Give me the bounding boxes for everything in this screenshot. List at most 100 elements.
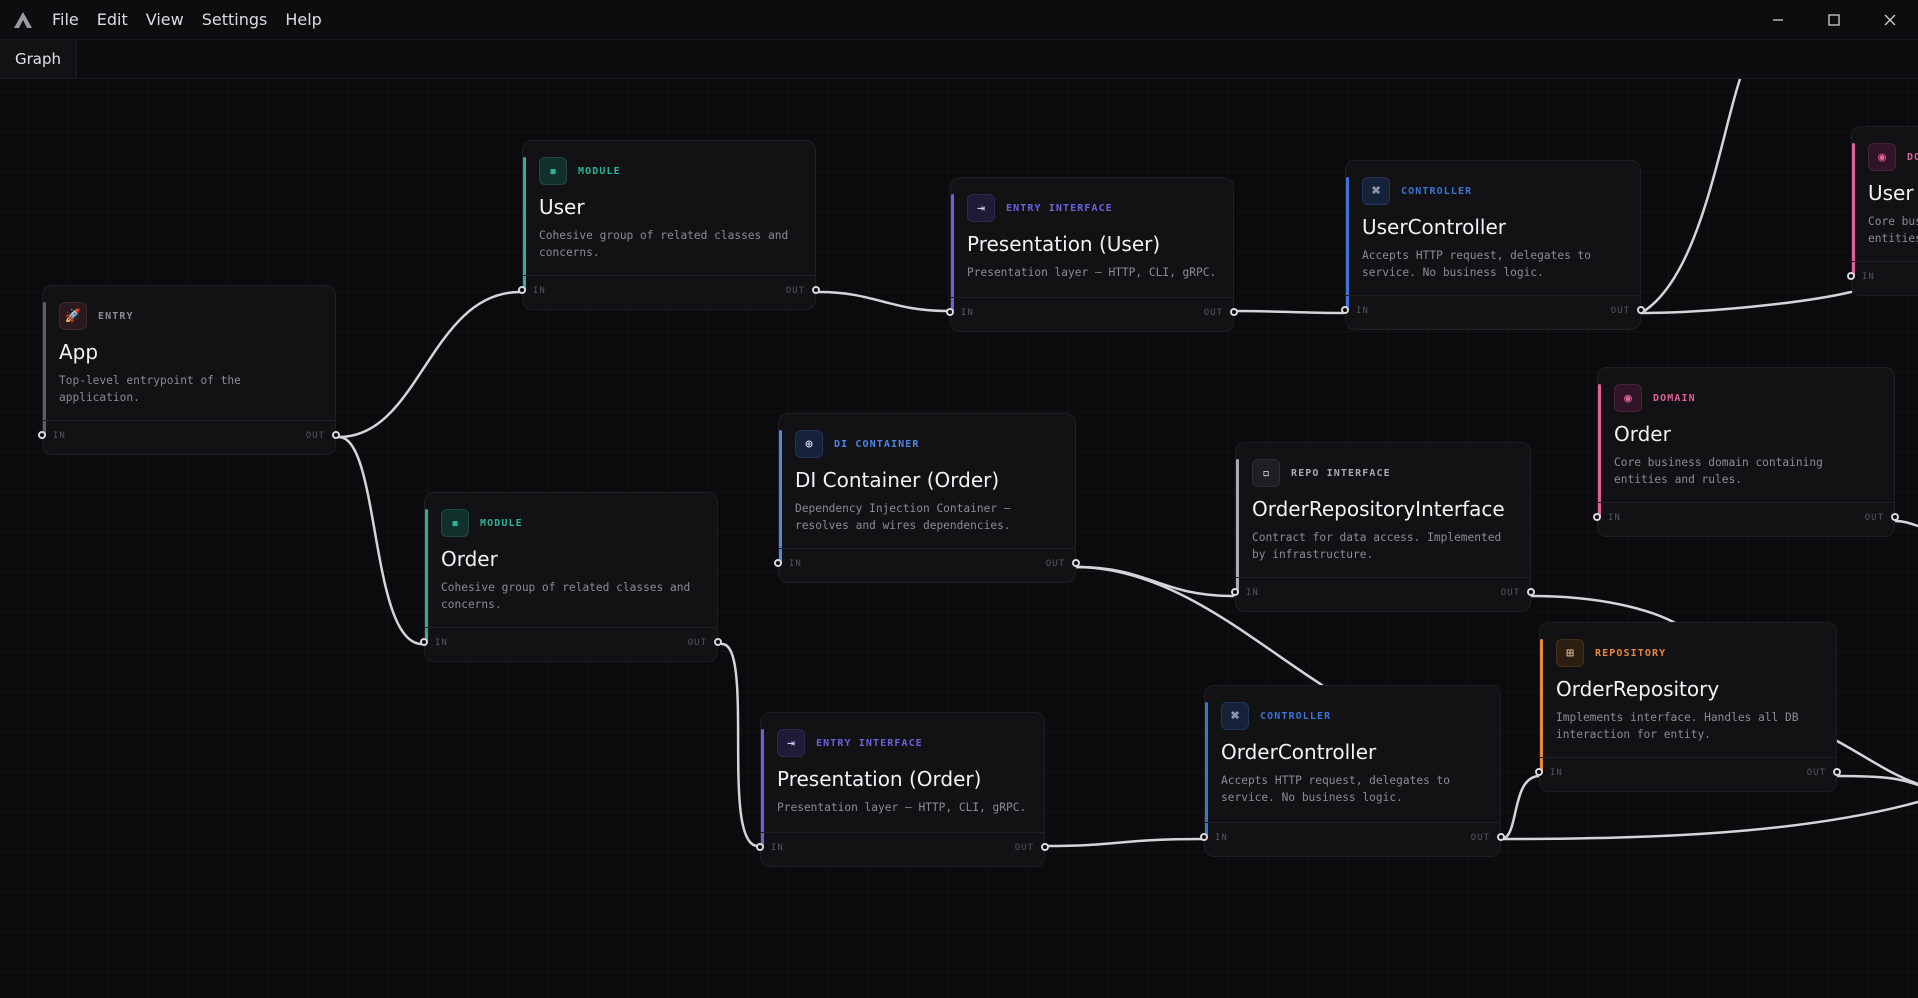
edge-order-presorder bbox=[722, 644, 758, 846]
command-icon: ⌘ bbox=[1221, 702, 1249, 730]
edge-user-presuser bbox=[819, 292, 948, 311]
minimize-icon[interactable] bbox=[1750, 0, 1806, 39]
output-port[interactable] bbox=[1637, 306, 1645, 314]
module-icon: ▪ bbox=[539, 157, 567, 185]
port-label-out: OUT bbox=[1015, 843, 1034, 853]
node-title: App bbox=[59, 340, 98, 364]
target-icon: ◉ bbox=[1868, 143, 1896, 171]
graph-canvas[interactable]: 🚀 ENTRY App Top-level entrypoint of the … bbox=[0, 79, 1918, 998]
node-order-repository-interface[interactable]: ▫ REPO INTERFACE OrderRepositoryInterfac… bbox=[1235, 442, 1531, 612]
port-label-in: IN bbox=[53, 431, 66, 441]
port-label-in: IN bbox=[1550, 768, 1563, 778]
input-port[interactable] bbox=[1231, 588, 1239, 596]
node-description: Presentation layer — HTTP, CLI, gRPC. bbox=[967, 264, 1217, 281]
node-title: User bbox=[1868, 181, 1914, 205]
port-label-out: OUT bbox=[1046, 559, 1065, 569]
crosshair-icon: ⊕ bbox=[795, 430, 823, 458]
input-port[interactable] bbox=[756, 843, 764, 851]
input-port[interactable] bbox=[38, 431, 46, 439]
edge-userctrl-userdomain bbox=[1641, 292, 1851, 313]
node-order-repository[interactable]: ⊞ REPOSITORY OrderRepository Implements … bbox=[1539, 622, 1837, 792]
output-port[interactable] bbox=[1041, 843, 1049, 851]
node-kind: ENTRY INTERFACE bbox=[816, 738, 923, 749]
input-port[interactable] bbox=[1535, 768, 1543, 776]
maximize-icon[interactable] bbox=[1806, 0, 1862, 39]
input-port[interactable] bbox=[1847, 272, 1855, 280]
edge-orderdomain-offscreen bbox=[1895, 521, 1918, 526]
input-port[interactable] bbox=[518, 286, 526, 294]
square-icon: ▫ bbox=[1252, 459, 1280, 487]
output-port[interactable] bbox=[332, 431, 340, 439]
grid-icon: ⊞ bbox=[1556, 639, 1584, 667]
output-port[interactable] bbox=[1891, 513, 1899, 521]
edge-presuser-userctrl bbox=[1234, 311, 1343, 313]
menu-bar: File Edit View Settings Help bbox=[0, 0, 1918, 40]
node-title: OrderController bbox=[1221, 740, 1376, 764]
output-port[interactable] bbox=[1833, 768, 1841, 776]
menu-help[interactable]: Help bbox=[285, 10, 321, 29]
port-label-in: IN bbox=[961, 308, 974, 318]
node-description: Contract for data access. Implemented by… bbox=[1252, 529, 1514, 563]
node-order-domain[interactable]: ◉ DOMAIN Order Core business domain cont… bbox=[1597, 367, 1895, 537]
node-app[interactable]: 🚀 ENTRY App Top-level entrypoint of the … bbox=[42, 285, 336, 455]
node-presentation-user[interactable]: ⇥ ENTRY INTERFACE Presentation (User) Pr… bbox=[950, 177, 1234, 332]
node-user-domain[interactable]: ◉ DO User Core bus entities IN bbox=[1851, 126, 1918, 296]
tab-graph[interactable]: Graph bbox=[0, 40, 77, 78]
port-label-out: OUT bbox=[1807, 768, 1826, 778]
arrow-in-icon: ⇥ bbox=[777, 729, 805, 757]
port-label-out: OUT bbox=[786, 286, 805, 296]
port-label-in: IN bbox=[1608, 513, 1621, 523]
input-port[interactable] bbox=[1593, 513, 1601, 521]
output-port[interactable] bbox=[1072, 559, 1080, 567]
node-di-container-order[interactable]: ⊕ DI CONTAINER DI Container (Order) Depe… bbox=[778, 413, 1076, 583]
node-title: Order bbox=[441, 547, 498, 571]
node-description: Core business domain containing entities… bbox=[1614, 454, 1878, 488]
edge-presorder-orderctrl bbox=[1045, 839, 1202, 846]
output-port[interactable] bbox=[1527, 588, 1535, 596]
edge-userctrl-offscreen bbox=[1641, 79, 1740, 313]
node-description: Accepts HTTP request, delegates to servi… bbox=[1221, 772, 1484, 806]
output-port[interactable] bbox=[1497, 833, 1505, 841]
command-icon: ⌘ bbox=[1362, 177, 1390, 205]
node-order-module[interactable]: ▪ MODULE Order Cohesive group of related… bbox=[424, 492, 718, 662]
node-order-controller[interactable]: ⌘ CONTROLLER OrderController Accepts HTT… bbox=[1204, 685, 1501, 857]
menu-file[interactable]: File bbox=[52, 10, 79, 29]
node-user-module[interactable]: ▪ MODULE User Cohesive group of related … bbox=[522, 140, 816, 310]
port-label-in: IN bbox=[1862, 272, 1875, 282]
output-port[interactable] bbox=[1230, 308, 1238, 316]
port-label-in: IN bbox=[771, 843, 784, 853]
tab-bar: Graph bbox=[0, 40, 1918, 79]
node-title: OrderRepository bbox=[1556, 677, 1719, 701]
port-label-in: IN bbox=[435, 638, 448, 648]
edge-orderctrl-repo bbox=[1501, 776, 1540, 839]
port-label-out: OUT bbox=[688, 638, 707, 648]
menu-settings[interactable]: Settings bbox=[202, 10, 268, 29]
close-icon[interactable] bbox=[1862, 0, 1918, 39]
port-label-in: IN bbox=[1356, 306, 1369, 316]
node-description: Cohesive group of related classes and co… bbox=[441, 579, 701, 613]
input-port[interactable] bbox=[946, 308, 954, 316]
port-label-out: OUT bbox=[1865, 513, 1884, 523]
output-port[interactable] bbox=[812, 286, 820, 294]
node-kind: REPOSITORY bbox=[1595, 648, 1666, 659]
input-port[interactable] bbox=[1200, 833, 1208, 841]
port-label-out: OUT bbox=[1204, 308, 1223, 318]
node-description: Implements interface. Handles all DB int… bbox=[1556, 709, 1820, 743]
node-description: Cohesive group of related classes and co… bbox=[539, 227, 799, 261]
menu-edit[interactable]: Edit bbox=[97, 10, 128, 29]
node-presentation-order[interactable]: ⇥ ENTRY INTERFACE Presentation (Order) P… bbox=[760, 712, 1045, 867]
node-kind: MODULE bbox=[578, 166, 621, 177]
edge-orderctrl-offscreen bbox=[1501, 802, 1918, 839]
output-port[interactable] bbox=[714, 638, 722, 646]
menu-view[interactable]: View bbox=[146, 10, 184, 29]
edge-app-order bbox=[339, 437, 422, 644]
node-kind: ENTRY bbox=[98, 311, 134, 322]
node-description: Accepts HTTP request, delegates to servi… bbox=[1362, 247, 1624, 281]
input-port[interactable] bbox=[1341, 306, 1349, 314]
input-port[interactable] bbox=[774, 559, 782, 567]
node-title: DI Container (Order) bbox=[795, 468, 999, 492]
node-kind: ENTRY INTERFACE bbox=[1006, 203, 1113, 214]
node-user-controller[interactable]: ⌘ CONTROLLER UserController Accepts HTTP… bbox=[1345, 160, 1641, 330]
input-port[interactable] bbox=[420, 638, 428, 646]
port-label-in: IN bbox=[789, 559, 802, 569]
